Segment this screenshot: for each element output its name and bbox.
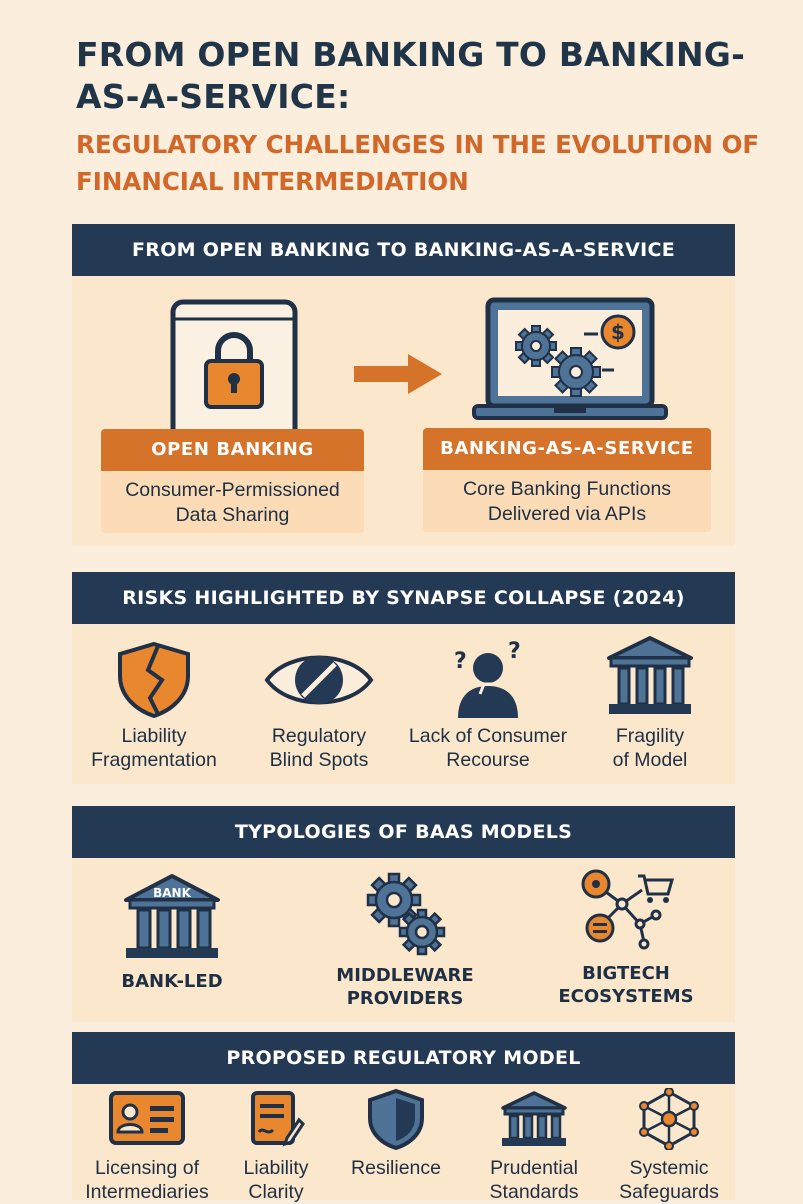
risk-label-line2: of Model <box>612 749 688 771</box>
bank-building-icon <box>607 636 693 714</box>
model-item-prudential: Prudential Standards <box>464 1090 604 1204</box>
model-label-line2: Safeguards <box>619 1181 719 1203</box>
section-header: TYPOLOGIES OF BAAS MODELS <box>72 806 735 858</box>
broken-shield-icon <box>118 641 190 718</box>
id-card-icon <box>109 1091 185 1145</box>
document-pen-icon <box>251 1091 305 1147</box>
risk-label-line2: Blind Spots <box>269 749 369 771</box>
typology-bigtech: BIGTECH ECOSYSTEMS <box>536 868 716 1008</box>
baas-desc-line1: Core Banking Functions <box>462 478 672 500</box>
institution-icon <box>501 1091 567 1146</box>
typology-label-line1: BANK-LED <box>121 971 223 992</box>
network-node-icon <box>639 1088 699 1150</box>
model-item-systemic: Systemic Safeguards <box>604 1088 734 1204</box>
gears-icon <box>366 872 446 956</box>
open-banking-desc-line2: Data Sharing <box>175 504 290 526</box>
typology-bank-led: BANK BANK-LED <box>102 872 242 993</box>
laptop-gears-icon: $ <box>472 297 668 420</box>
risk-label-line2: Recourse <box>446 749 530 771</box>
page-title: FROM OPEN BANKING TO BANKING-AS-A-SERVIC… <box>76 35 745 116</box>
shield-icon <box>368 1088 424 1150</box>
section-risks: RISKS HIGHLIGHTED BY SYNAPSE COLLAPSE (2… <box>72 572 735 784</box>
risk-item-liability: Liability Fragmentation <box>74 640 234 772</box>
open-banking-label: OPEN BANKING <box>101 429 364 471</box>
open-banking-desc-line1: Consumer-Permissioned <box>125 479 340 501</box>
risk-item-blind-spots: Regulatory Blind Spots <box>244 642 394 772</box>
svg-text:$: $ <box>611 320 625 344</box>
typology-label-line1: BIGTECH <box>582 963 670 984</box>
svg-text:?: ? <box>508 639 521 664</box>
typology-middleware: MIDDLEWARE PROVIDERS <box>320 870 490 1010</box>
section-header: PROPOSED REGULATORY MODEL <box>72 1032 735 1084</box>
baas-card: BANKING-AS-A-SERVICE Core Banking Functi… <box>423 428 711 532</box>
arrow-right-icon <box>354 354 442 394</box>
baas-label: BANKING-AS-A-SERVICE <box>423 428 711 470</box>
section-header: FROM OPEN BANKING TO BANKING-AS-A-SERVIC… <box>72 224 735 276</box>
typology-label-line2: ECOSYSTEMS <box>558 986 694 1007</box>
model-label-line2: Intermediaries <box>85 1181 209 1203</box>
section-proposed-model: PROPOSED REGULATORY MODEL Licensing of I… <box>72 1032 735 1203</box>
blind-eye-icon <box>264 655 374 705</box>
baas-desc-line2: Delivered via APIs <box>487 503 647 525</box>
model-label-line2: Standards <box>489 1181 579 1203</box>
bank-icon: BANK <box>124 874 220 958</box>
open-banking-card: OPEN BANKING Consumer-Permissioned Data … <box>101 429 364 533</box>
risk-label-line1: Regulatory <box>271 725 367 747</box>
model-label-line1: Licensing of <box>94 1157 200 1179</box>
model-label-line1: Systemic <box>629 1157 709 1179</box>
model-label-line1: Liability <box>243 1157 309 1179</box>
risk-label-line1: Fragility <box>615 725 685 747</box>
model-item-licensing: Licensing of Intermediaries <box>72 1090 222 1204</box>
section-typologies: TYPOLOGIES OF BAAS MODELS BANK BANK-LED <box>72 806 735 1022</box>
risk-label-line1: Liability <box>121 725 187 747</box>
section-header: RISKS HIGHLIGHTED BY SYNAPSE COLLAPSE (2… <box>72 572 735 624</box>
risk-label-line1: Lack of Consumer <box>408 725 568 747</box>
typology-label-line1: MIDDLEWARE <box>336 965 474 986</box>
network-cart-icon <box>581 869 674 950</box>
model-label-line2: Clarity <box>248 1181 304 1203</box>
risk-label-line2: Fragmentation <box>91 749 217 771</box>
tablet-lock-icon <box>170 299 298 429</box>
page-subtitle: REGULATORY CHALLENGES IN THE EVOLUTION O… <box>76 130 760 196</box>
model-label-line1: Resilience <box>351 1157 441 1179</box>
confused-person-icon: ? ? <box>454 639 521 718</box>
svg-text:?: ? <box>454 649 467 674</box>
bank-icon-text: BANK <box>153 886 191 900</box>
model-item-liability-clarity: Liability Clarity <box>226 1090 326 1204</box>
model-label-line1: Prudential <box>490 1157 578 1179</box>
typology-label-line2: PROVIDERS <box>346 988 464 1009</box>
section-open-banking-to-baas: FROM OPEN BANKING TO BANKING-AS-A-SERVIC… <box>72 224 735 546</box>
risk-item-consumer-recourse: ? ? Lack of Consumer Recourse <box>402 634 574 772</box>
model-item-resilience: Resilience <box>338 1088 454 1180</box>
risk-item-fragility: Fragility of Model <box>572 634 728 772</box>
